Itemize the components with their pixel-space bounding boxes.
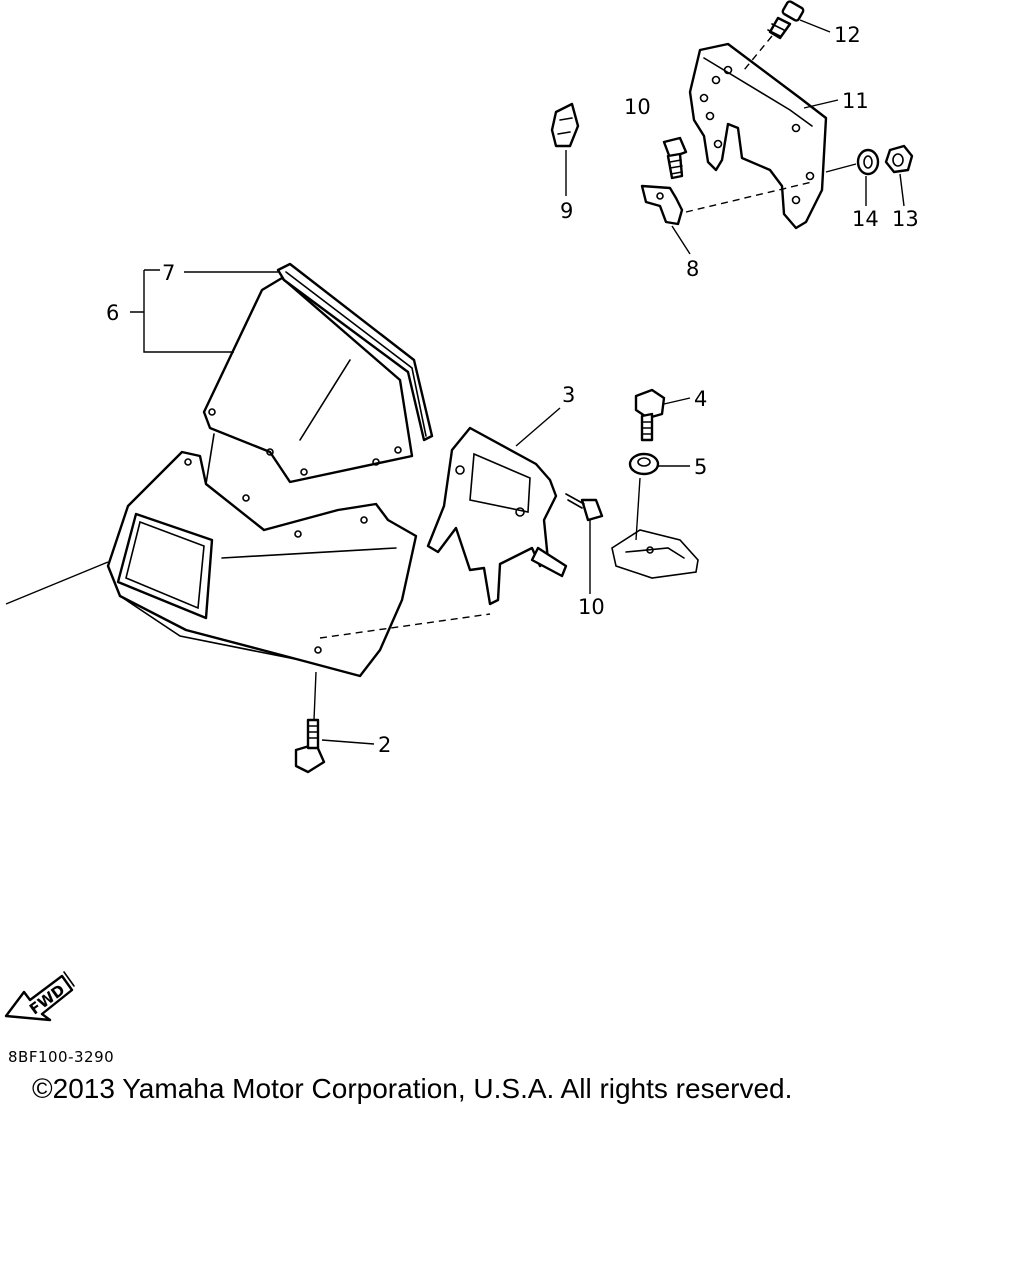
bolt-part-4[interactable] (634, 388, 666, 442)
fwd-arrow-icon: FWD (4, 971, 75, 1022)
leader-14-13-axis (825, 163, 857, 173)
callout-6: 6 (106, 301, 119, 325)
bolt-part-12[interactable] (767, 0, 805, 40)
callout-7: 7 (162, 261, 175, 285)
callout-12: 12 (834, 23, 861, 47)
copyright-notice: ©2013 Yamaha Motor Corporation, U.S.A. A… (32, 1073, 793, 1104)
callout-3: 3 (562, 383, 575, 407)
leader-line-12 (799, 19, 831, 33)
leader-bolt-2-axis (313, 671, 317, 721)
callout-14: 14 (852, 207, 879, 231)
leader-line-11 (803, 99, 839, 109)
callout-8: 8 (686, 257, 699, 281)
windscreen-trim-part-7[interactable] (276, 262, 434, 442)
callout-4: 4 (694, 387, 707, 411)
leader-dash-12 (743, 35, 773, 71)
clip-part-9[interactable] (550, 102, 580, 148)
callout-2: 2 (378, 733, 391, 757)
leader-line-4 (663, 397, 691, 405)
callout-5: 5 (694, 455, 707, 479)
leader-line-8 (671, 225, 691, 255)
fairing-edge-line (5, 561, 109, 605)
bracket-part-8[interactable] (640, 184, 684, 226)
callout-10-lower: 10 (578, 595, 605, 619)
diagram-code: 8BF100-3290 (8, 1048, 115, 1066)
callout-10-upper: 10 (624, 95, 651, 119)
fairing-cowl-part[interactable] (106, 433, 418, 678)
windscreen-part-6[interactable] (202, 276, 414, 484)
frame-mount-plate (611, 529, 699, 579)
leader-dash-stay (319, 613, 491, 639)
leader-dash-8-axis (685, 181, 813, 213)
nut-part-13[interactable] (884, 144, 914, 174)
leader-line-3 (515, 407, 561, 447)
bracket-part-11[interactable] (688, 42, 828, 230)
leader-line-2 (321, 739, 375, 745)
leader-line-13 (899, 173, 905, 207)
washer-part-5[interactable] (628, 452, 660, 476)
mount-stay-part-3[interactable] (426, 426, 568, 606)
callout-9: 9 (560, 199, 573, 223)
bolt-part-2[interactable] (294, 718, 326, 774)
callout-11: 11 (842, 89, 869, 113)
bolt-part-10-lower[interactable] (565, 493, 604, 522)
callout-13: 13 (892, 207, 919, 231)
washer-part-14[interactable] (856, 148, 880, 176)
bolt-part-10-upper[interactable] (662, 136, 688, 180)
leader-bolt-4-axis (635, 477, 641, 541)
leader-line-6-bracket (130, 269, 234, 353)
